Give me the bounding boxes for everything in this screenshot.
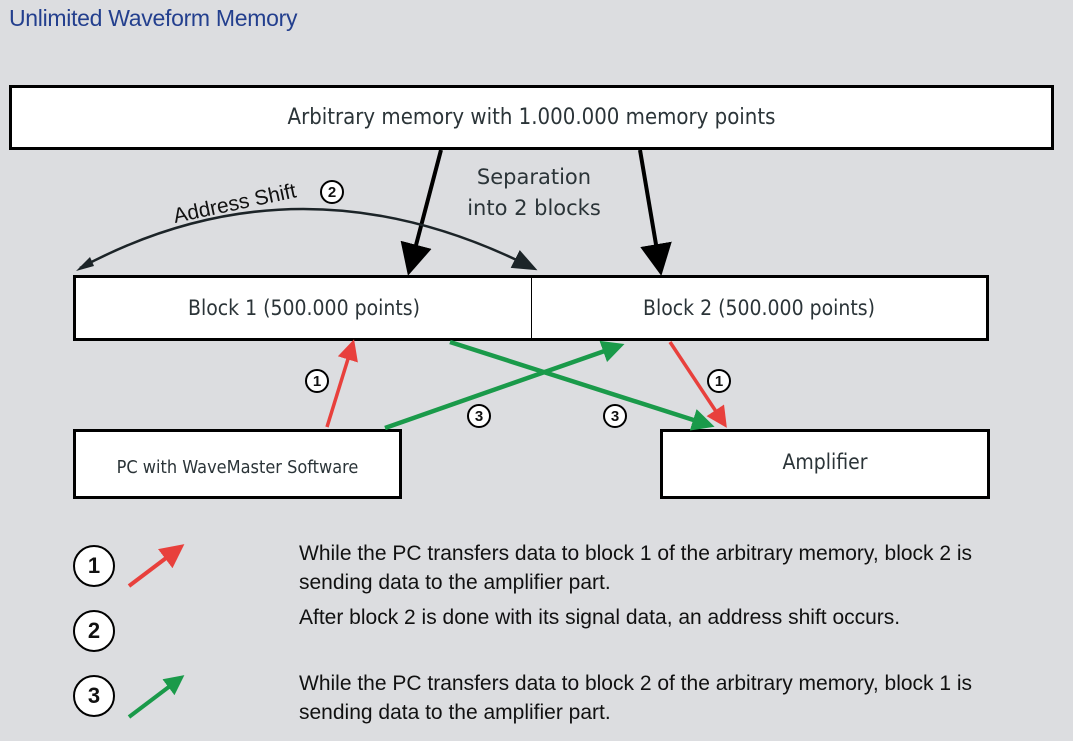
separation-arrow-block2 bbox=[638, 149, 672, 276]
legend-step-2-badge: 2 bbox=[73, 610, 115, 652]
page-title: Unlimited Waveform Memory bbox=[9, 5, 298, 31]
step-badge-block1-to-amp: 3 bbox=[603, 404, 627, 428]
legend-step-1-text: While the PC transfers data to block 1 o… bbox=[299, 542, 973, 594]
separation-arrow-block1 bbox=[400, 149, 443, 276]
amplifier-label: Amplifier bbox=[782, 450, 868, 474]
separation-label-line1: Separation bbox=[476, 165, 592, 189]
address-shift-arrow bbox=[79, 207, 538, 271]
block1-to-amp-arrow bbox=[449, 339, 715, 431]
legend-step-2-text: After block 2 is done with its signal da… bbox=[299, 606, 901, 629]
separation-label: Separation into 2 blocks bbox=[446, 162, 622, 224]
arbitrary-memory-box: Arbitrary memory with 1.000.000 memory p… bbox=[9, 85, 1054, 150]
address-shift-step-badge: 2 bbox=[320, 180, 344, 204]
legend-step-3-badge: 3 bbox=[73, 675, 115, 717]
block2-to-amp-arrow bbox=[668, 341, 727, 428]
block-2-label: Block 2 (500.000 points) bbox=[643, 296, 875, 320]
separation-label-line2: into 2 blocks bbox=[467, 196, 601, 220]
block-1-label: Block 1 (500.000 points) bbox=[188, 296, 420, 320]
address-shift-label: Address Shift bbox=[171, 179, 298, 227]
pc-to-block1-arrow bbox=[325, 339, 358, 428]
block-2-box: Block 2 (500.000 points) bbox=[531, 275, 989, 341]
legend-red-arrow-icon bbox=[127, 544, 185, 588]
address-shift-arrowhead-left bbox=[76, 257, 94, 271]
step-badge-pc-to-block2: 3 bbox=[467, 404, 491, 428]
arbitrary-memory-label: Arbitrary memory with 1.000.000 memory p… bbox=[287, 105, 776, 130]
block-1-box: Block 1 (500.000 points) bbox=[73, 275, 533, 341]
pc-label: PC with WaveMaster Software bbox=[116, 456, 359, 478]
amplifier-box: Amplifier bbox=[660, 429, 990, 499]
pc-to-block2-arrow bbox=[384, 340, 625, 431]
step-badge-pc-to-block1: 1 bbox=[305, 369, 329, 393]
legend-green-arrow-icon bbox=[127, 675, 185, 719]
legend-step-3-text: While the PC transfers data to block 2 o… bbox=[299, 672, 973, 724]
step-badge-block2-to-amp: 1 bbox=[707, 369, 731, 393]
pc-box: PC with WaveMaster Software bbox=[73, 429, 402, 499]
legend-step-1-badge: 1 bbox=[73, 545, 115, 587]
